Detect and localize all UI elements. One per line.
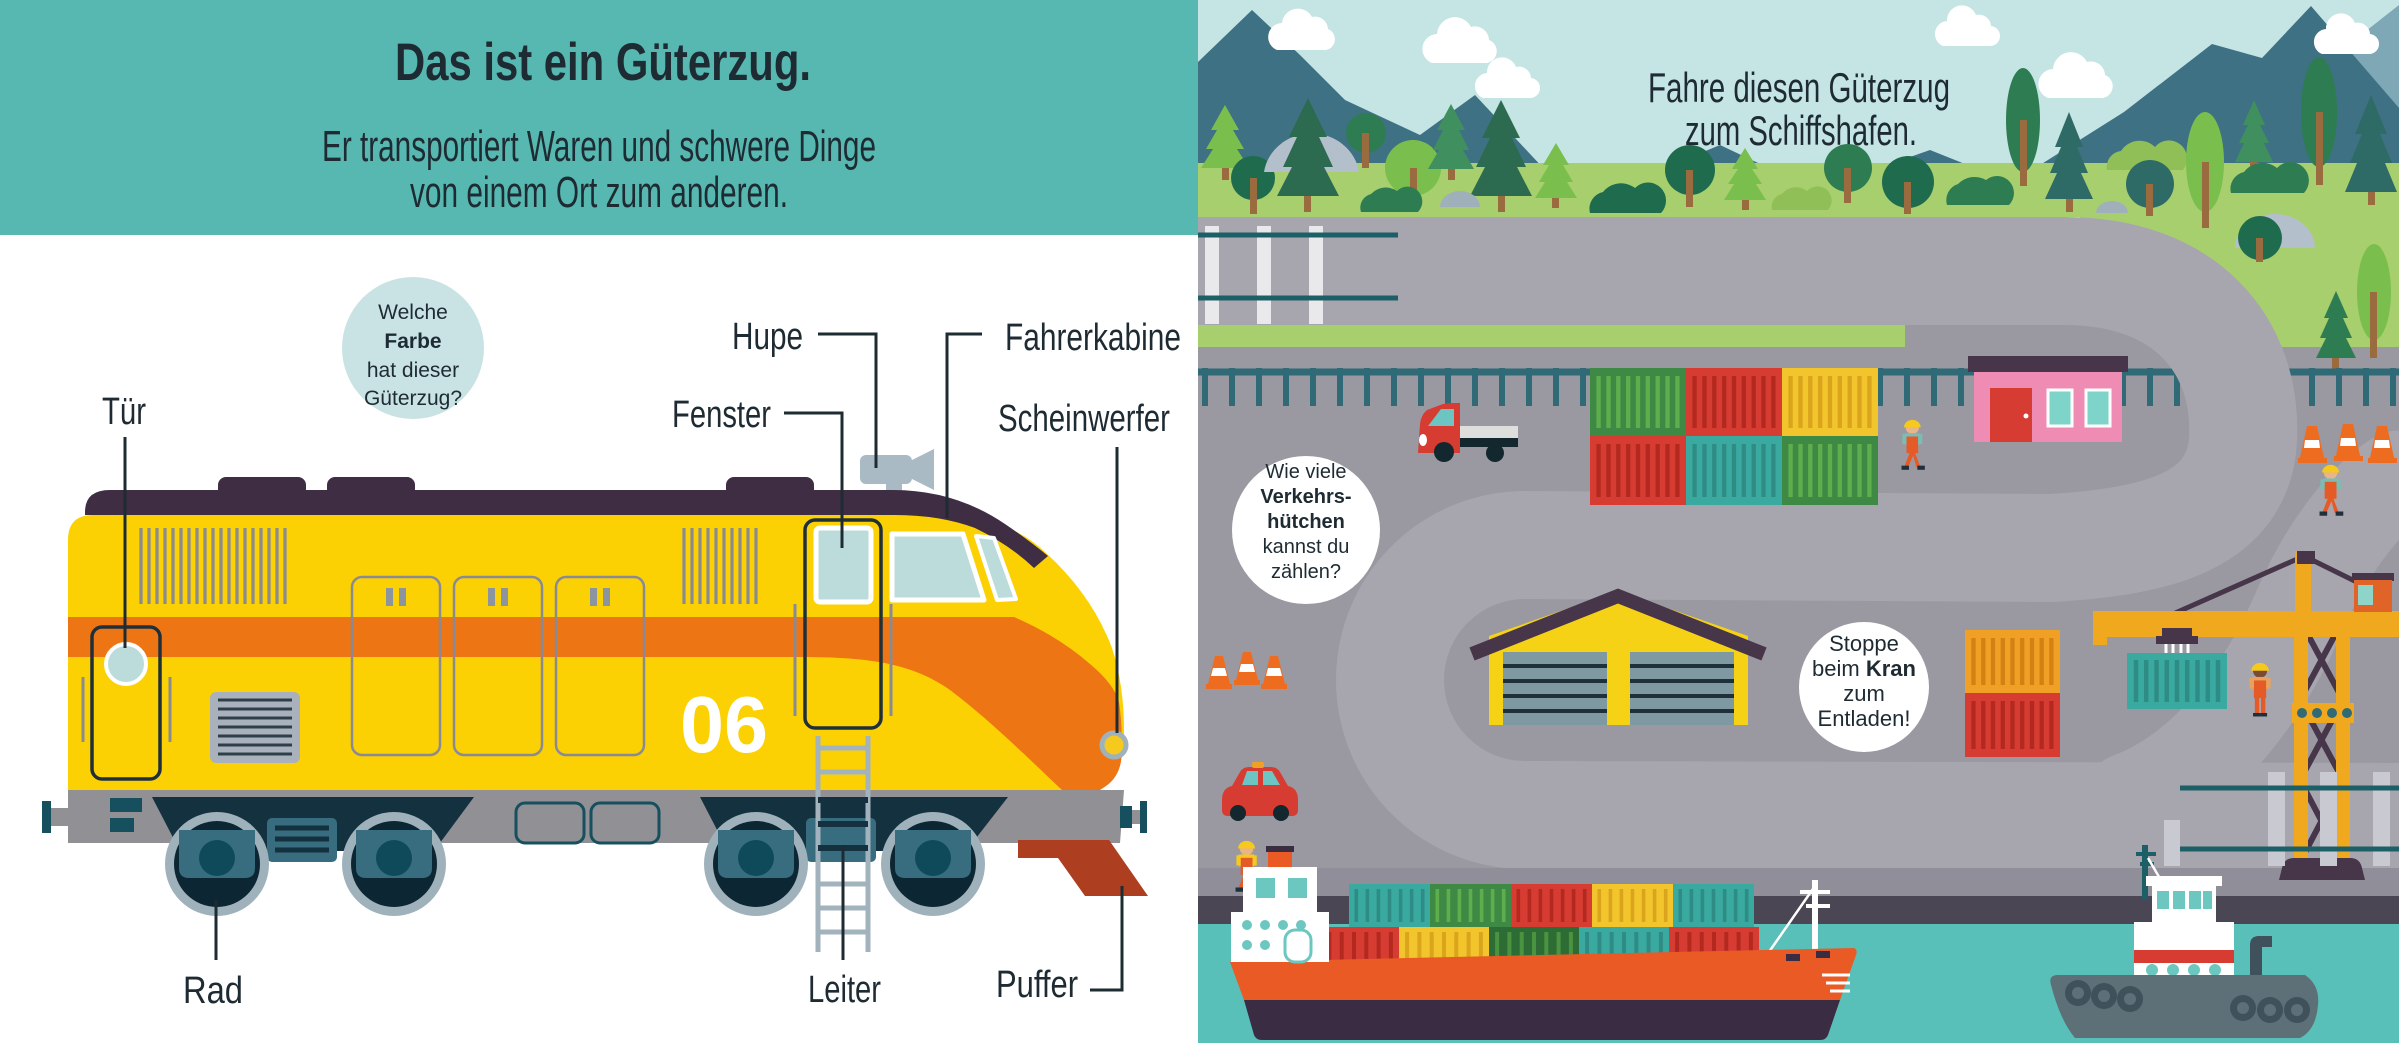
svg-text:Scheinwerfer: Scheinwerfer (998, 398, 1170, 440)
svg-text:Farbe: Farbe (384, 330, 441, 353)
svg-text:hat dieser: hat dieser (367, 359, 459, 382)
svg-text:beim Kran: beim Kran (1812, 656, 1916, 681)
svg-text:hütchen: hütchen (1267, 511, 1345, 533)
svg-text:Hupe: Hupe (732, 316, 803, 358)
svg-text:Fahrerkabine: Fahrerkabine (1005, 317, 1181, 359)
svg-text:Fahre diesen Güterzug: Fahre diesen Güterzug (1648, 64, 1950, 111)
svg-text:zum: zum (1843, 681, 1885, 706)
svg-text:Puffer: Puffer (996, 964, 1078, 1006)
svg-text:06: 06 (680, 680, 768, 769)
svg-text:Stoppe: Stoppe (1829, 631, 1899, 656)
svg-text:Welche: Welche (378, 301, 448, 324)
svg-text:kannst du: kannst du (1263, 536, 1350, 558)
svg-text:Wie viele: Wie viele (1265, 461, 1346, 483)
svg-text:zum Schiffshafen.: zum Schiffshafen. (1685, 107, 1917, 154)
svg-text:Verkehrs-: Verkehrs- (1260, 486, 1351, 508)
svg-text:Leiter: Leiter (808, 969, 881, 1011)
svg-text:von einem Ort zum anderen.: von einem Ort zum anderen. (410, 168, 788, 217)
svg-text:Rad: Rad (183, 970, 243, 1012)
svg-text:Tür: Tür (102, 391, 146, 433)
svg-text:Das ist ein Güterzug.: Das ist ein Güterzug. (395, 33, 811, 92)
svg-text:Er transportiert Waren und sch: Er transportiert Waren und schwere Dinge (322, 122, 876, 171)
svg-text:Güterzug?: Güterzug? (364, 387, 462, 410)
svg-text:Entladen!: Entladen! (1818, 706, 1911, 731)
svg-text:zählen?: zählen? (1271, 561, 1341, 583)
svg-text:Fenster: Fenster (672, 394, 771, 436)
